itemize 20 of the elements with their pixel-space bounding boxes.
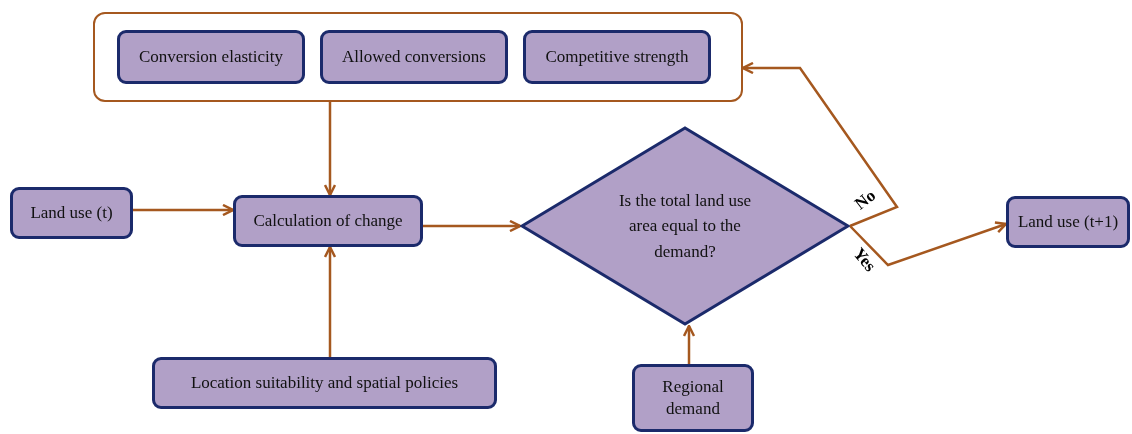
edge-label: Yes [848,244,880,276]
arrow [849,221,1008,267]
decision-diamond [520,126,850,326]
process-box: Competitive strength [523,30,711,84]
process-box: Land use (t) [10,187,133,239]
arrow [323,102,337,197]
edge-label: No [851,185,880,215]
arrow [323,245,337,357]
process-box: Allowed conversions [320,30,508,84]
arrow [682,324,696,364]
process-box: Conversion elasticity [117,30,305,84]
arrow [741,61,899,228]
process-box: Calculation of change [233,195,423,247]
process-box: Location suitability and spatial policies [152,357,497,409]
arrow [423,219,522,233]
process-box: Land use (t+1) [1006,196,1130,248]
arrow [133,203,235,217]
group-box [93,12,743,102]
process-box: Regional demand [632,364,754,432]
question-text: Is the total land use area equal to the demand? [617,189,753,263]
